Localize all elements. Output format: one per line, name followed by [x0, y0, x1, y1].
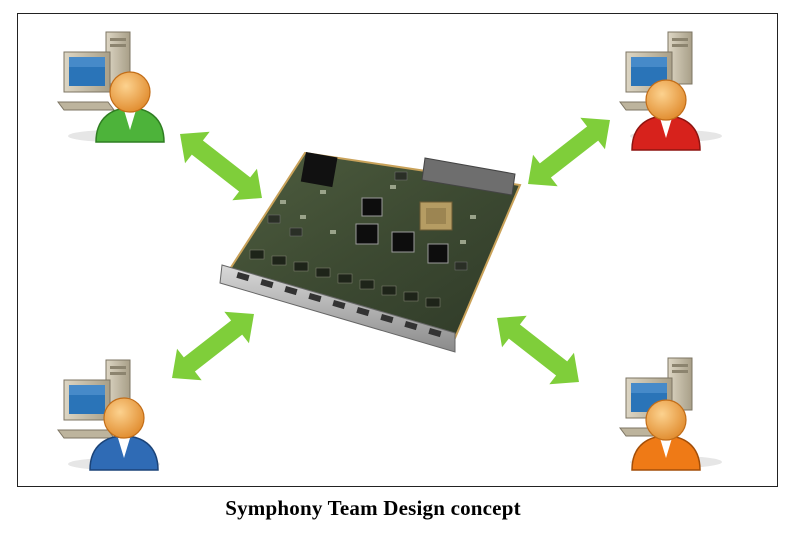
double-arrow-icon-top-left	[180, 131, 262, 201]
diagram-caption: Symphony Team Design concept	[225, 496, 521, 520]
double-arrow-icon-top-right	[528, 117, 610, 187]
user-computer-icon-red	[619, 31, 723, 151]
user-computer-icon-blue	[57, 359, 161, 471]
user-computer-icon-green	[57, 31, 165, 143]
double-arrow-icon-bottom-right	[497, 315, 579, 385]
circuit-board-icon	[219, 151, 522, 353]
double-arrow-icon-bottom-left	[172, 311, 254, 381]
user-computer-icon-orange	[619, 357, 723, 471]
